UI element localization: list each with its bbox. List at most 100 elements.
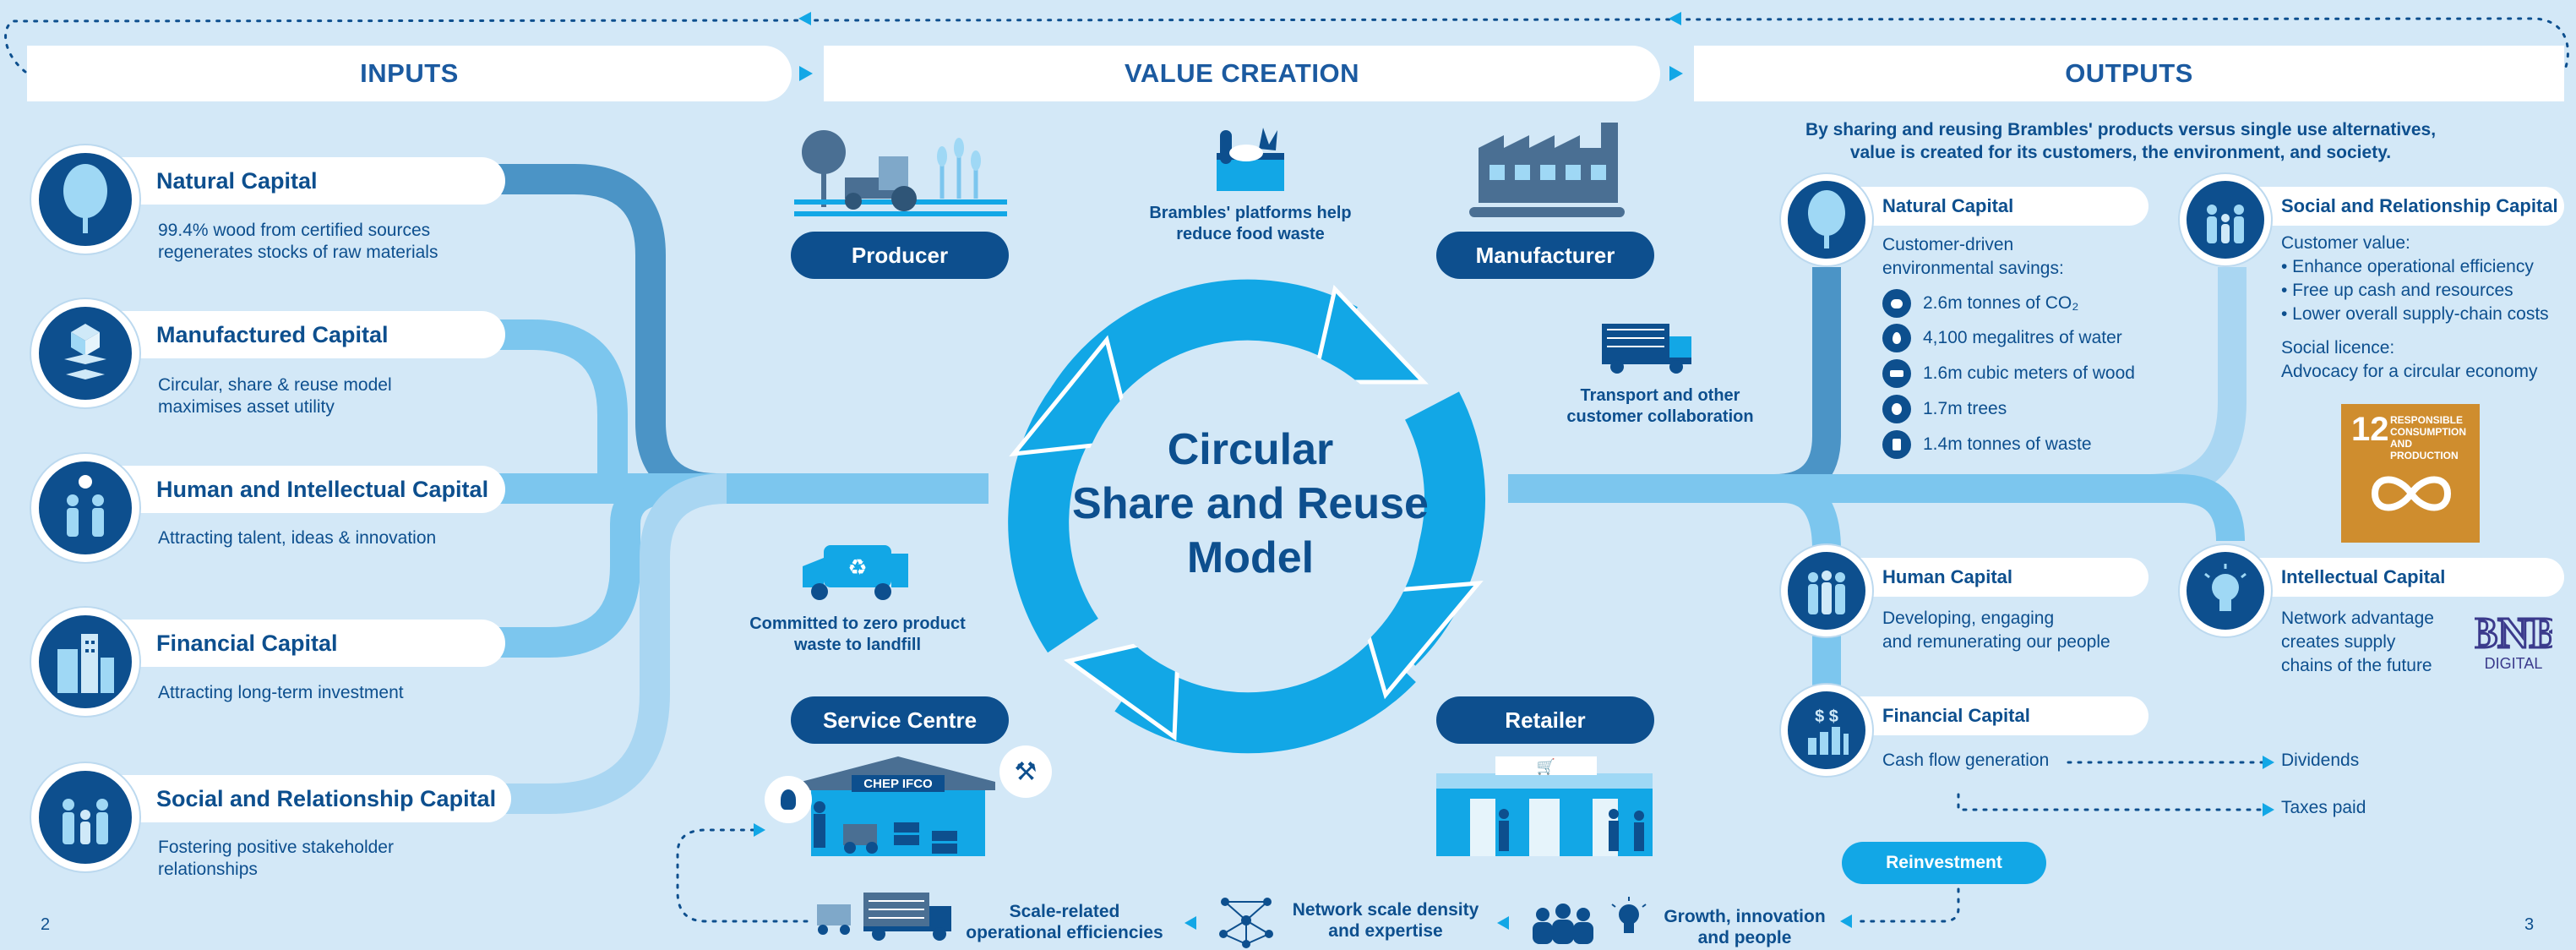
center-title: Circular Share and Reuse Model [1056, 423, 1445, 585]
output-title: Natural Capital [1882, 195, 2014, 216]
center-title-line: Share and Reuse [1072, 479, 1429, 528]
sdg-12-badge: 12 RESPONSIBLE CONSUMPTION AND PRODUCTIO… [2341, 404, 2480, 543]
caption-line: Scale-related [1009, 902, 1120, 921]
logo-mark: BNB [2467, 609, 2560, 659]
saving-wood: 1.6m cubic meters of wood [1882, 359, 2135, 388]
subtitle-line: Customer-driven [1882, 235, 2014, 254]
desc-line: Attracting long-term investment [158, 683, 404, 702]
people-idea-icon [31, 454, 139, 562]
saving-text: 4,100 megalitres of water [1923, 328, 2122, 347]
caption-line: reduce food waste [1176, 225, 1325, 243]
output-title: Intellectual Capital [2281, 566, 2446, 587]
customer-value-item: • Free up cash and resources [2281, 281, 2513, 300]
desc-line: maximises asset utility [158, 397, 335, 417]
tree-icon [31, 145, 139, 254]
pallet-stack-icon [31, 299, 139, 407]
input-title: Manufactured Capital [156, 321, 389, 347]
people-icon [1781, 545, 1872, 636]
bar-chart-icon: $ $ [1781, 685, 1872, 776]
customer-value-block: Customer value: • Enhance operational ef… [2281, 232, 2549, 384]
customer-value-item: • Enhance operational efficiency [2281, 257, 2534, 276]
subtitle-line: environmental savings: [1882, 259, 2064, 278]
desc-line: 99.4% wood from certified sources [158, 221, 431, 240]
desc-line: Network advantage [2281, 609, 2434, 628]
tools-icon: ⚒ [999, 745, 1052, 798]
team-idea-icon [1533, 897, 1647, 944]
lightbulb-icon [2180, 545, 2271, 636]
saving-text: 1.4m tonnes of waste [1923, 434, 2092, 454]
reinvestment-badge: Reinvestment [1842, 842, 2046, 884]
social-licence-text: Advocacy for a circular economy [2281, 362, 2538, 381]
network-icon [1219, 898, 1273, 948]
water-drop-icon [1882, 324, 1911, 352]
lightbulb-icon [765, 776, 812, 823]
caption-line: and expertise [1328, 921, 1443, 941]
desc-line: regenerates stocks of raw materials [158, 243, 438, 262]
saving-water: 4,100 megalitres of water [1882, 324, 2122, 352]
input-title: Natural Capital [156, 167, 318, 194]
input-title: Human and Intellectual Capital [156, 476, 489, 502]
input-desc: 99.4% wood from certified sources regener… [158, 220, 438, 264]
customer-value-heading: Customer value: [2281, 233, 2410, 253]
factory-icon [1469, 123, 1625, 217]
saving-trees: 1.7m trees [1882, 395, 2007, 423]
input-title-pill: Natural Capital [76, 157, 505, 205]
saving-co2: 2.6m tonnes of CO₂ [1882, 289, 2078, 318]
output-title: Social and Relationship Capital [2281, 195, 2558, 216]
circular-cycle-arrows [1008, 279, 1485, 754]
tree-icon [1781, 174, 1872, 265]
center-title-line: Model [1186, 533, 1315, 582]
caption-line: Committed to zero product [749, 614, 966, 633]
saving-waste: 1.4m tonnes of waste [1882, 430, 2092, 459]
pallet-truck-icon [817, 893, 951, 941]
taxes-label: Taxes paid [2281, 798, 2366, 817]
store-icon: 🛒 [1436, 756, 1653, 856]
desc-line: relationships [158, 860, 258, 879]
center-title-line: Circular [1167, 425, 1334, 474]
input-desc: Attracting talent, ideas & innovation [158, 527, 436, 549]
desc-line: Fostering positive stakeholder [158, 838, 394, 857]
header-arrow-icon [1669, 66, 1683, 81]
infinity-icon [2371, 476, 2452, 511]
tree-icon [1882, 395, 1911, 423]
saving-text: 1.6m cubic meters of wood [1923, 363, 2135, 383]
input-title-pill: Financial Capital [76, 620, 505, 667]
header-outputs: OUTPUTS [1694, 46, 2564, 101]
intro-line: value is created for its customers, the … [1849, 143, 2392, 162]
saving-text: 2.6m tonnes of CO₂ [1923, 293, 2079, 313]
sdg-text: RESPONSIBLE CONSUMPTION AND PRODUCTION [2390, 414, 2466, 461]
caption-line: Network scale density [1292, 900, 1479, 920]
caption-line: Growth, innovation [1664, 907, 1826, 926]
chep-ifco-label: CHEP IFCO [863, 777, 933, 791]
input-title-pill: Human and Intellectual Capital [76, 466, 505, 513]
logo-text: DIGITAL [2484, 655, 2543, 672]
output-social-title-pill: Social and Relationship Capital [2222, 187, 2564, 226]
dividends-label: Dividends [2281, 751, 2360, 770]
manufacturer-label: Manufacturer [1436, 232, 1654, 279]
output-intellectual-title-pill: Intellectual Capital [2222, 558, 2564, 597]
bin-icon [1882, 430, 1911, 459]
caption-line: customer collaboration [1566, 407, 1754, 426]
family-icon [2180, 174, 2271, 265]
buildings-icon [31, 608, 139, 716]
input-desc: Attracting long-term investment [158, 682, 404, 704]
input-title: Social and Relationship Capital [156, 785, 497, 811]
input-title: Financial Capital [156, 630, 338, 656]
output-title: Financial Capital [1882, 705, 2030, 726]
cash-flow-label: Cash flow generation [1882, 751, 2050, 770]
input-title-pill: Social and Relationship Capital [76, 775, 511, 822]
svg-text:♻: ♻ [847, 555, 867, 581]
page-number-right: 3 [2524, 915, 2535, 934]
digital-logo: BNB DIGITAL [2467, 609, 2560, 673]
desc-line: Circular, share & reuse model [158, 375, 392, 395]
desc-line: Attracting talent, ideas & innovation [158, 528, 437, 548]
retailer-label: Retailer [1436, 696, 1654, 744]
recycling-truck-icon: ♻ [803, 545, 908, 600]
